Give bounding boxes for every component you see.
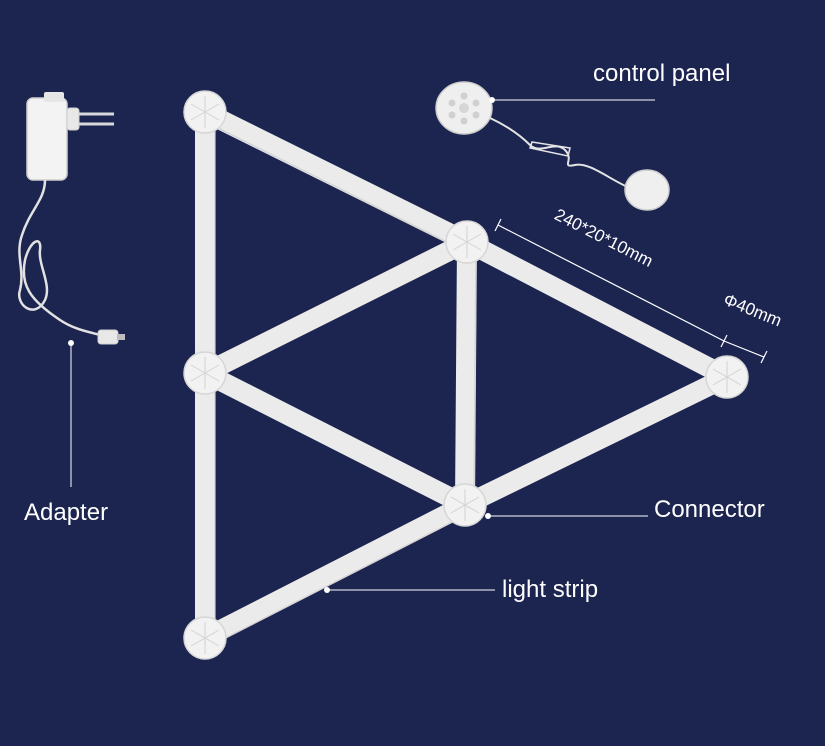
- control-panel-label: control panel: [593, 60, 731, 87]
- adapter: [17, 92, 125, 345]
- light-strip: [455, 367, 737, 515]
- light-strip: [455, 232, 477, 515]
- connector: [445, 220, 489, 264]
- light-strip: [457, 232, 737, 387]
- connector: [183, 351, 227, 395]
- connector: [183, 616, 227, 660]
- adapter-label: Adapter: [24, 499, 109, 526]
- connector: [705, 355, 749, 399]
- control-panel: [435, 81, 670, 211]
- connector: [443, 483, 487, 527]
- leader-lines: [68, 97, 655, 593]
- light-strip: [195, 102, 477, 252]
- light-strips: [195, 102, 737, 648]
- connector-label: Connector: [654, 496, 765, 523]
- dimension-lines: [494, 218, 768, 364]
- light-strip: [195, 495, 475, 648]
- light-strip-label: light strip: [502, 576, 599, 603]
- light-strip: [195, 232, 477, 383]
- connector: [183, 90, 227, 134]
- connectors: [183, 90, 749, 660]
- light-strip: [195, 363, 475, 515]
